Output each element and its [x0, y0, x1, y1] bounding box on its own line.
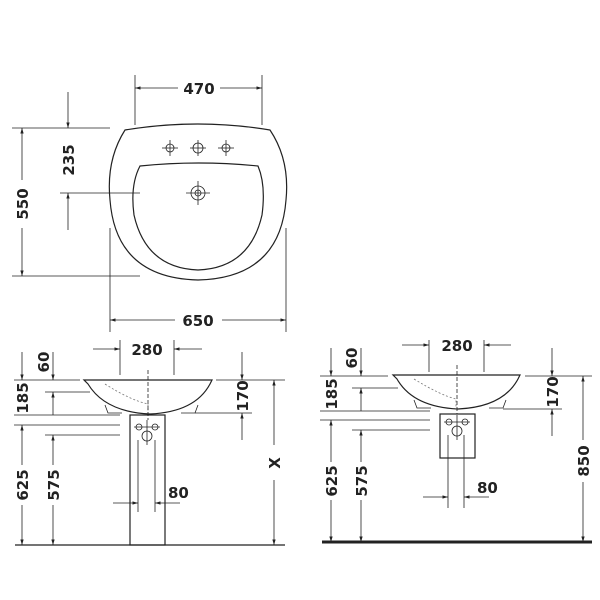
- dim-80: 80: [477, 479, 498, 497]
- basin-side: [82, 379, 213, 415]
- basin-side: [391, 374, 521, 410]
- pedestal: [129, 414, 166, 546]
- dim-60: 60: [35, 352, 53, 373]
- dim-80: 80: [168, 484, 189, 502]
- dim-850: 850: [575, 445, 593, 476]
- dim-185: 185: [323, 378, 341, 409]
- pedestal-shroud: [439, 413, 476, 459]
- dim-575: 575: [45, 469, 63, 500]
- dim-650: 650: [182, 312, 213, 330]
- dim-235: 235: [60, 144, 78, 175]
- basin-outline: [108, 123, 288, 281]
- dim-625: 625: [14, 469, 32, 500]
- front-view-pedestal: 280 60 185 625 575 80 170 X: [14, 340, 285, 546]
- dim-550: 550: [14, 188, 32, 219]
- dim-170: 170: [544, 376, 562, 407]
- dim-280: 280: [131, 341, 162, 359]
- bowl-outline: [132, 162, 264, 271]
- dim-185: 185: [14, 382, 32, 413]
- dim-280: 280: [441, 337, 472, 355]
- dim-625: 625: [323, 465, 341, 496]
- dim-470: 470: [183, 80, 214, 98]
- dim-x: X: [266, 457, 284, 469]
- dim-60: 60: [343, 348, 361, 369]
- front-view-wall-mounted: 280 60 185 625 575 80 170 850: [320, 337, 593, 544]
- top-view: 470 650 550 235: [12, 75, 288, 332]
- dim-170: 170: [234, 380, 252, 411]
- drain-icon: [186, 181, 210, 205]
- tap-holes: [162, 140, 234, 156]
- dim-575: 575: [353, 465, 371, 496]
